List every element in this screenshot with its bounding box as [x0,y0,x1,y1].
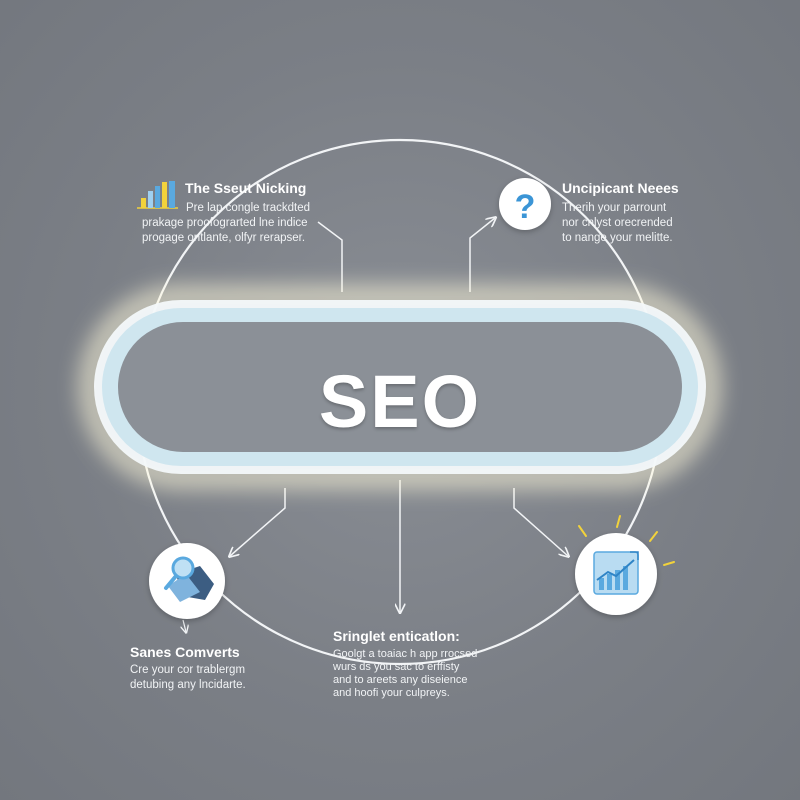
bottom-center-title: Sringlet enticatlon: [333,628,460,644]
top-right-line-2: nor cnlyst orecrended [562,217,673,229]
top-right-line-1: Therih your parrount [562,202,667,214]
bottom-left-description: Cre your cor trablergm detubing any lnci… [130,663,246,693]
connector-bottom-right [513,488,568,556]
growth-chart-icon [575,533,657,615]
pill-inner [118,322,682,452]
svg-text:?: ? [515,188,536,226]
sparkle-marks [578,515,675,566]
top-left-line-3: progage ontlante, olfyr rerapser. [142,232,306,244]
top-left-line-1: Pre lap congle trackdted [186,202,311,214]
top-left-line-2: prakage proofograrted lne indice [142,217,308,229]
connector-small-arrow-left [183,619,186,632]
bottom-center-line-2: wurs ds you sac to erffisty [333,661,460,673]
top-right-description: Therih your parrount nor cnlyst orecrend… [562,201,673,246]
pill-glow [78,284,722,490]
top-right-title: Uncipicant Neees [562,180,679,196]
bar-chart-icon [137,181,178,209]
top-left-description: Pre lap congle trackdted prakage proofog… [142,201,310,246]
question-icon: ? [499,178,551,230]
connector-bottom-left [230,488,286,556]
bottom-center-line-1: Goolgt a toaiac h app rrocsed [333,648,478,660]
top-left-title: The Sseut Nicking [185,180,307,196]
search-tag-icon [149,543,225,619]
top-right-line-3: to nange your melitte. [562,232,673,244]
seo-center-label: SEO [318,360,482,443]
bottom-center-line-3: and to areets any diseience [333,674,468,686]
bottom-left-line-2: detubing any lncidarte. [130,679,246,691]
connector-top-right [469,218,495,292]
bottom-left-title: Sanes Comverts [130,644,240,660]
bottom-center-line-4: and hoofi your culpreys. [333,687,450,699]
connector-top-left [317,221,343,292]
bottom-left-line-1: Cre your cor trablergm [130,664,246,676]
bottom-center-description: Goolgt a toaiac h app rrocsed wurs ds yo… [333,648,477,700]
